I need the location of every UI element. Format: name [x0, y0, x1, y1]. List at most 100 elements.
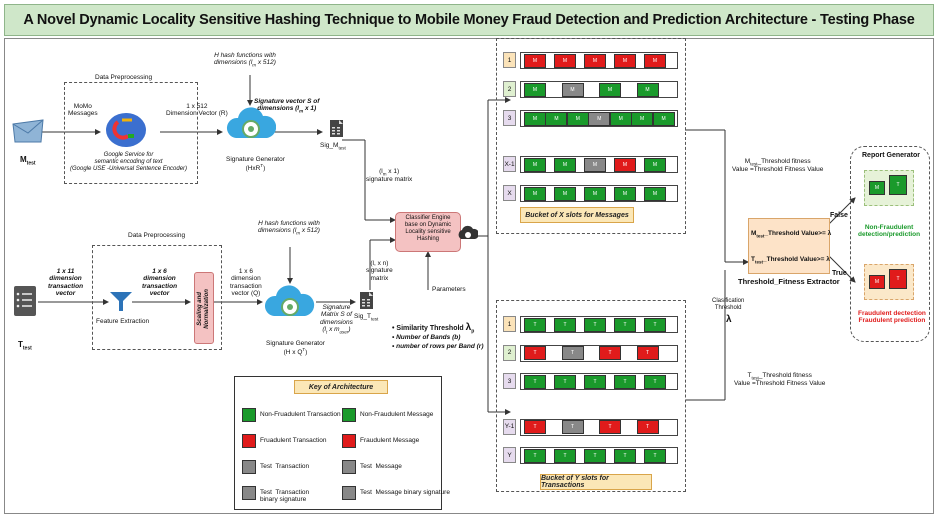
- bucket-x-row-number: 2: [503, 81, 516, 97]
- bucket-y-slot-cell: T: [561, 420, 584, 435]
- sig-t-test-label: Sig_Ttest: [354, 313, 379, 322]
- t-threshold-condition: Ttest_Threshold Value>= λ: [751, 256, 830, 265]
- bucket-x-row-number: 1: [503, 52, 516, 68]
- sig-t-test-file-icon: [360, 292, 373, 309]
- bucket-y-slot-cell: T: [524, 420, 546, 435]
- bucket-x-slot-cell: M: [561, 82, 584, 97]
- bucket-y-slot-cell: T: [614, 448, 636, 463]
- true-branch-label: True: [832, 270, 847, 277]
- bucket-y-slot-cell: T: [584, 317, 606, 332]
- bucket-y-row-number: Y-1: [503, 418, 516, 435]
- bucket-y-slot-cell: T: [554, 374, 576, 389]
- false-branch-label: False: [830, 212, 848, 219]
- scaling-normalization-label: Scaling and Normalization: [197, 289, 210, 329]
- bucket-x-slot-cell: M: [584, 157, 606, 172]
- bottom-signature-generator-label: Signature Generator (H x QT): [266, 340, 325, 357]
- bucket-x-box: [496, 38, 686, 234]
- bucket-x-slot-cell: M: [545, 111, 568, 126]
- fraud-report-icon: M T: [864, 264, 914, 300]
- dimension-vector-q: 1 x 6 dimension transaction vector (Q): [230, 268, 262, 298]
- key-item-label: Non-Fraudulent Message: [360, 411, 434, 418]
- bucket-y-slot-cell: T: [524, 346, 546, 360]
- top-signature-matrix: (lm x 1) signature matrix: [366, 168, 413, 184]
- bucket-x-slot-cell: M: [566, 111, 589, 126]
- key-swatch-icon: [242, 460, 256, 474]
- parameters-label: Parameters: [432, 286, 466, 293]
- key-swatch-icon: [242, 408, 256, 422]
- bucket-y-row-number: Y: [503, 447, 516, 464]
- threshold-fitness-box: [748, 218, 830, 274]
- classification-threshold-label: Clasification Threshold: [712, 298, 745, 311]
- non-fraud-report-label: Non-Fraudulent detection/prediction: [858, 224, 921, 239]
- bucket-x-slot-cell: M: [644, 157, 666, 172]
- bucket-y-slot-cell: T: [584, 448, 606, 463]
- bucket-x-slot-cell: M: [584, 186, 606, 201]
- bucket-y-slot-cell: T: [636, 420, 659, 435]
- number-of-bands: • Number of Bands (b): [392, 334, 461, 341]
- key-title: Key of Architecture: [294, 380, 388, 394]
- bucket-x-slot-cell: M: [524, 82, 546, 97]
- bucket-y-slot-cell: T: [644, 317, 666, 332]
- bucket-x-slot-cell: M: [614, 53, 636, 68]
- key-item-label: Test Message: [360, 463, 402, 470]
- tx-vector-6-label: 1 x 6 dimension transaction vector: [142, 268, 178, 298]
- bucket-y-slot-cell: T: [524, 374, 546, 389]
- bucket-y-slot-cell: T: [524, 448, 546, 463]
- bucket-y-row-number: 2: [503, 344, 516, 361]
- bucket-x-slot-cell: M: [524, 157, 546, 172]
- momo-messages-label: MoMo Messages: [68, 103, 98, 118]
- top-signature-generator-label: Signature Generator (HxRT): [226, 156, 285, 173]
- key-item-label: Test Transaction binary signature: [260, 489, 310, 504]
- key-box: [234, 376, 442, 510]
- bucket-y-slot-cell: T: [636, 346, 659, 360]
- bucket-x-slot-cell: M: [644, 53, 666, 68]
- classifier-engine-box: [395, 212, 461, 252]
- bucket-x-slot-cell: M: [554, 157, 576, 172]
- google-use-caption: Google Service for semantic encoding of …: [70, 152, 188, 172]
- bucket-x-slot-cell: M: [599, 82, 621, 97]
- threshold-fitness-extractor-label: Threshold_Fitness Extractor: [738, 277, 840, 286]
- bucket-x-row-number: X: [503, 185, 516, 202]
- fraud-report-label: Fraudulent dectection Fraudulent predict…: [858, 310, 926, 325]
- lxn-signature-matrix: (l, x n) signature matrix: [366, 260, 393, 282]
- feature-extraction-label: Feature Extraction: [96, 318, 150, 325]
- bucket-x-slot-cell: M: [636, 82, 659, 97]
- t-threshold-fitness-text: Ttest_Threshold fitness Value =Threshold…: [734, 372, 826, 388]
- key-swatch-icon: [242, 486, 256, 500]
- bucket-y-slot-cell: T: [614, 317, 636, 332]
- bucket-y-slot-cell: T: [599, 420, 621, 435]
- key-swatch-icon: [242, 434, 256, 448]
- sig-m-test-label: Sig_Mtest: [320, 142, 346, 151]
- bucket-x-slot-cell: M: [554, 53, 576, 68]
- bucket-y-slot-cell: T: [554, 317, 576, 332]
- bucket-y-slot-cell: T: [584, 374, 606, 389]
- key-swatch-icon: [342, 408, 356, 422]
- m-test-label: Mtest: [20, 155, 36, 167]
- top-preprocessing-title: Data Preprocessing: [95, 74, 153, 81]
- bucket-y-slot-cell: T: [614, 374, 636, 389]
- key-swatch-icon: [342, 486, 356, 500]
- bucket-x-slot-cell: M: [524, 111, 546, 126]
- google-use-brain-icon: [104, 110, 148, 150]
- similarity-threshold: • Similarity Threshold λp: [392, 322, 475, 335]
- key-item-label: Fraudulent Message: [360, 437, 420, 444]
- diagram-title: A Novel Dynamic Locality Sensitive Hashi…: [4, 4, 934, 36]
- t-test-label: Ttest: [18, 340, 32, 352]
- funnel-icon: [110, 290, 132, 312]
- classification-lambda: λ: [726, 314, 732, 325]
- bucket-x-slot-cell: M: [554, 186, 576, 201]
- bottom-preprocessing-title: Data Preprocessing: [128, 232, 186, 239]
- m-threshold-condition: Mtest_Threshold Value>= λ: [751, 230, 832, 239]
- classifier-gear-icon: [458, 224, 480, 242]
- bucket-y-slot-cell: T: [561, 346, 584, 360]
- bucket-y-slot-cell: T: [644, 448, 666, 463]
- key-item-label: Test Transaction: [260, 463, 310, 470]
- report-generator-title: Report Generator: [862, 152, 920, 159]
- bucket-x-label: Bucket of X slots for Messages: [520, 207, 634, 223]
- transaction-document-icon: [14, 286, 36, 316]
- m-threshold-fitness-text: Mtest_Threshold fitness Value =Threshold…: [732, 158, 824, 174]
- bucket-y-row-number: 3: [503, 373, 516, 389]
- bucket-x-slot-cell: M: [614, 186, 636, 201]
- bucket-x-slot-cell: M: [652, 111, 675, 126]
